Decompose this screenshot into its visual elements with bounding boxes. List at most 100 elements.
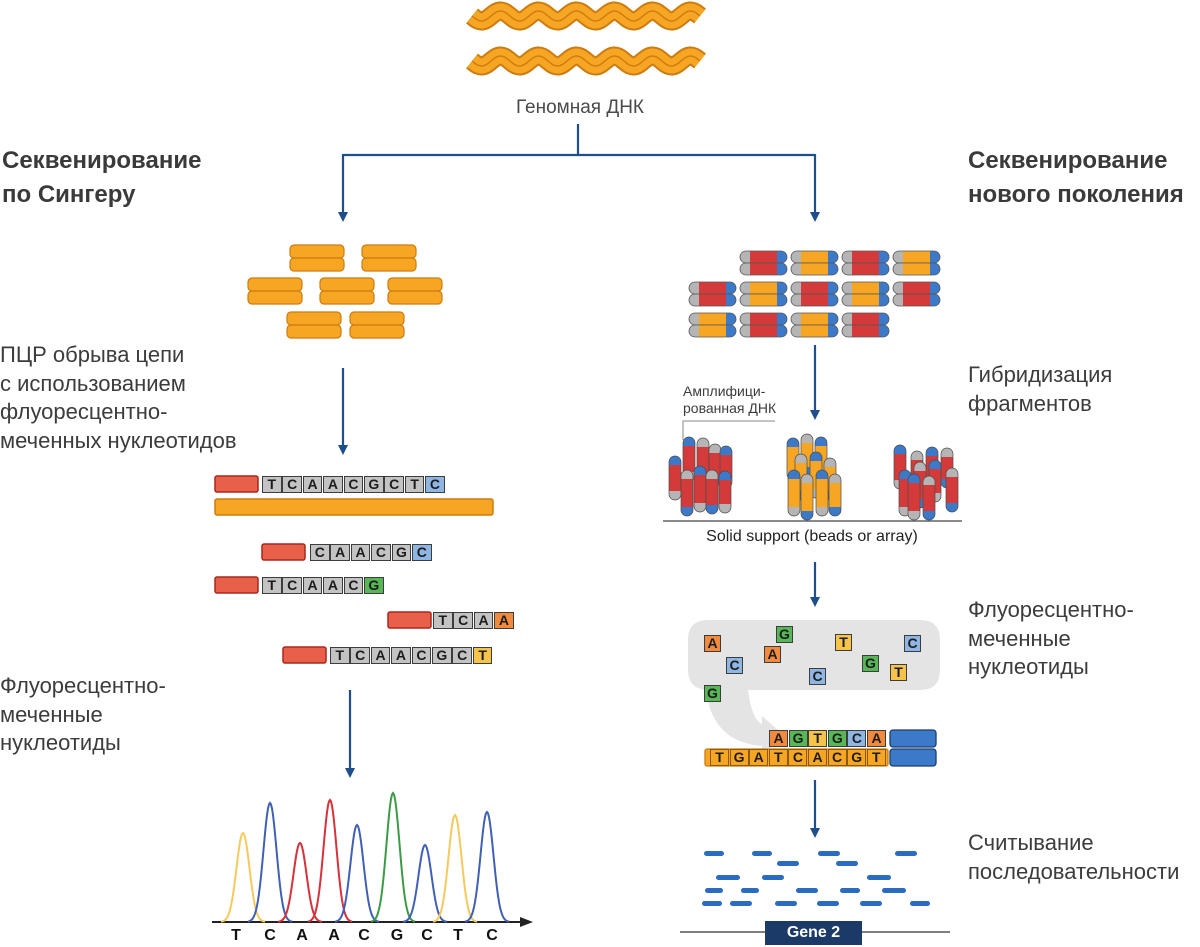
free-labeled-nucleotide: C [809,668,826,685]
axis-arrowhead-icon [520,917,533,927]
pcr-step-line: ПЦР обрыва цепи [0,342,185,367]
template-nucleotide: G [729,749,749,766]
genomic-dna-icon [466,1,706,76]
adapter-ligated-strand [688,324,737,338]
fragment-strand [361,257,417,272]
insert-segment [801,313,828,325]
incorporated-nucleotide: G [788,730,808,747]
incorporated-nucleotide: A [867,730,886,747]
free-labeled-nucleotide: G [862,655,879,672]
strand-outline [688,324,737,338]
strand-outline [739,293,788,307]
amplified-dna-line: рованная ДНК [683,400,777,416]
library-fragment [892,250,941,276]
chromatogram-base-label: C [486,927,498,944]
nucleotide-box: T [433,612,453,629]
fragment-strand [349,324,405,339]
insert-segment [852,263,879,275]
strand-outline [718,470,732,514]
sequence-read [775,901,797,906]
insert-segment [706,479,718,505]
adapter-ligated-strand [790,293,839,307]
labeled-nucleotides-line: Флуоресцентно- [968,597,1134,622]
incorporated-nucleotide: C [847,730,867,747]
library-fragment [841,281,890,307]
nucleotide-box: A [323,476,343,493]
template-nucleotide: A [808,749,827,766]
primer [282,646,327,664]
split-connector [343,124,815,157]
insert-segment [788,479,800,507]
nucleotide-box: C [452,647,472,664]
sequence-read [836,861,858,866]
adapter-ligated-strand [841,250,890,264]
dna-fragment [247,277,303,305]
adapter-ligated-strand [790,312,839,326]
insert-segment [903,282,930,294]
chromatogram-base-label: A [328,927,340,944]
amplified-dna-label: Амплифици- рованная ДНК [683,383,776,417]
strand-outline [892,293,941,307]
insert-segment [852,325,879,337]
insert-segment [908,483,920,511]
ngs-step3-arrowhead-icon [810,828,820,838]
adapter-ligated-strand [790,281,839,295]
gene-label: Gene 2 [786,924,841,941]
template-strand [214,498,494,516]
chromatogram-base-label: G [390,927,404,944]
sequence-read [762,875,784,880]
strand-outline [705,469,719,515]
primer [214,576,259,594]
amplified-dna-callout-line [682,420,775,440]
strand-outline [739,262,788,276]
amplified-clusters [663,420,962,522]
chromatogram-base-label: C [358,927,370,944]
bubble-shape [688,620,940,754]
primer [214,475,259,493]
insert-segment [801,325,828,337]
strand-outline [841,262,890,276]
template-nucleotide: T [710,749,729,766]
hybridization-line: Гибридизация [968,362,1113,387]
sequence-read [840,888,860,893]
insert-segment [801,483,813,511]
nucleotide-box: A [473,612,494,629]
strand-outline [790,293,839,307]
library-fragment [841,250,890,276]
sequence-read [860,901,882,906]
genomic-dna-label: Геномная ДНК [516,97,644,118]
insert-segment [829,483,841,507]
cluster-strand [693,465,707,513]
cluster-strand [907,473,921,521]
solid-support-label: Solid support (beads or array) [706,528,918,545]
nucleotide-box: T [330,647,350,664]
to-ngs-arrowhead-icon [810,212,820,222]
cluster-strand [787,469,801,517]
insert-segment [852,294,879,306]
labeled-terminal-nucleotide: G [364,577,384,594]
adapter-ligated-strand [892,293,941,307]
library-fragment [790,281,839,307]
strand-outline [787,469,801,517]
insert-segment [699,313,726,325]
gene-box [765,921,862,945]
adapter-ligated-strand [739,262,788,276]
sanger-title-line: по Сингеру [2,181,136,208]
cluster-strand [828,473,842,517]
nucleotide-box: C [453,612,473,629]
insert-segment [852,251,879,263]
nucleotide-box: G [391,544,412,561]
amplified-dna-line: Амплифици- [683,383,766,399]
strand-outline [892,262,941,276]
nucleotide-box: C [343,577,364,594]
nucleotide-box: G [364,476,384,493]
sequence-read [796,888,818,893]
dna-strand-center-line [471,10,701,22]
labeled-nucleotides-line: нуклеотиды [0,730,121,755]
strand-outline [790,324,839,338]
library-fragment [790,250,839,276]
labeled-nucleotides-line: Флуоресцентно- [0,673,166,698]
chromatogram-base-label: A [296,927,308,944]
trace-peak [432,813,478,923]
